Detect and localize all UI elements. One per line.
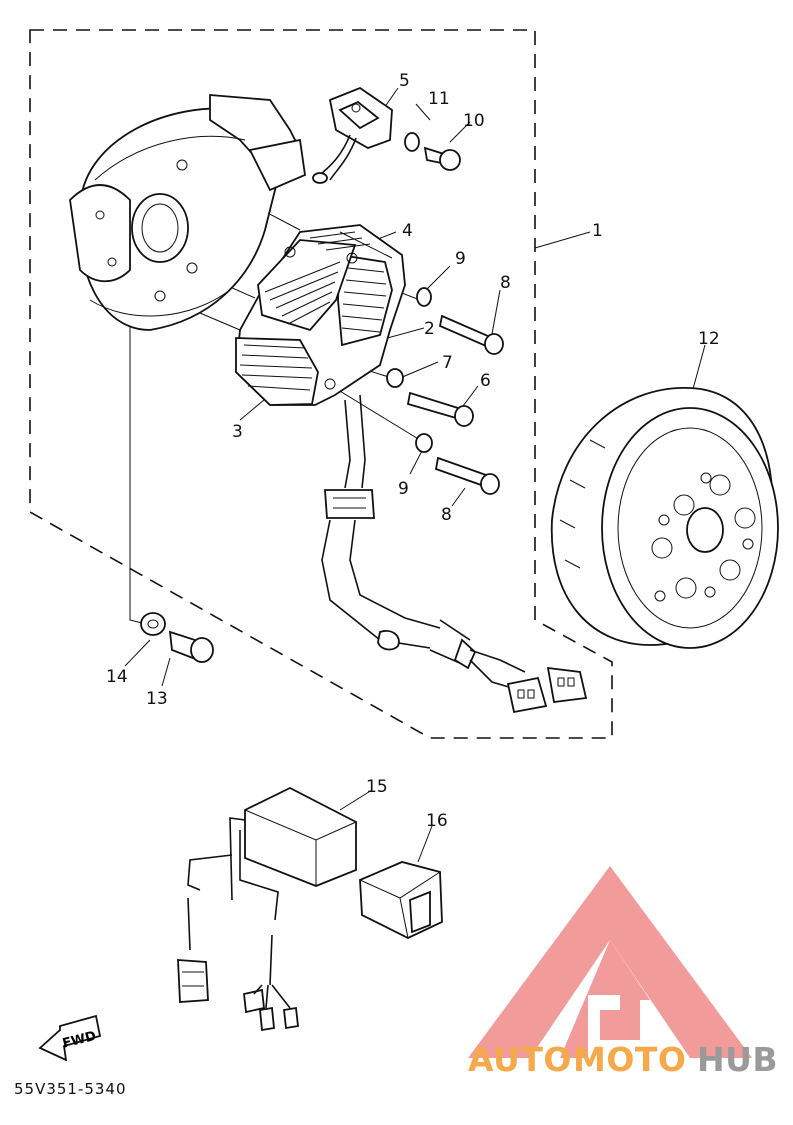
callout-4: 4 xyxy=(402,221,413,241)
callout-9-lower: 9 xyxy=(398,479,409,499)
callout-7: 7 xyxy=(442,353,453,373)
callout-2: 2 xyxy=(424,319,435,339)
callout-11: 11 xyxy=(428,89,450,109)
watermark-moto: MOTO xyxy=(573,1040,686,1079)
drawing-code: 55V351-5340 xyxy=(14,1080,127,1098)
callout-9-upper: 9 xyxy=(455,249,466,269)
callout-1: 1 xyxy=(592,221,603,241)
callout-15: 15 xyxy=(366,777,388,797)
watermark-triangle-icon xyxy=(468,866,752,1058)
rectifier-cover xyxy=(359,861,443,940)
callout-10: 10 xyxy=(463,111,485,131)
rectifier-regulator xyxy=(177,786,357,1032)
rotor-flywheel xyxy=(550,387,779,649)
callout-12: 12 xyxy=(698,329,720,349)
watermark-auto: AUTO xyxy=(468,1040,572,1079)
callout-6: 6 xyxy=(480,371,491,391)
callout-16: 16 xyxy=(426,811,448,831)
callout-14: 14 xyxy=(106,667,128,687)
watermark-logo xyxy=(468,866,752,1058)
fwd-arrow: FWD xyxy=(38,1014,102,1062)
watermark-hub: HUB xyxy=(697,1040,778,1079)
callout-13: 13 xyxy=(146,689,168,709)
watermark-text: AUTO MOTO HUB xyxy=(468,1040,778,1079)
callout-5: 5 xyxy=(399,71,410,91)
base-plate xyxy=(69,94,306,331)
stator-assembly xyxy=(235,224,588,714)
assembly-outline xyxy=(29,29,613,739)
callouts: 1 2 3 4 5 6 7 8 8 9 9 10 11 12 13 14 15 … xyxy=(106,71,720,831)
callout-3: 3 xyxy=(232,422,243,442)
callout-8-lower: 8 xyxy=(441,505,452,525)
hardware xyxy=(140,132,504,663)
pickup-coil xyxy=(312,86,393,184)
callout-8-upper: 8 xyxy=(500,273,511,293)
